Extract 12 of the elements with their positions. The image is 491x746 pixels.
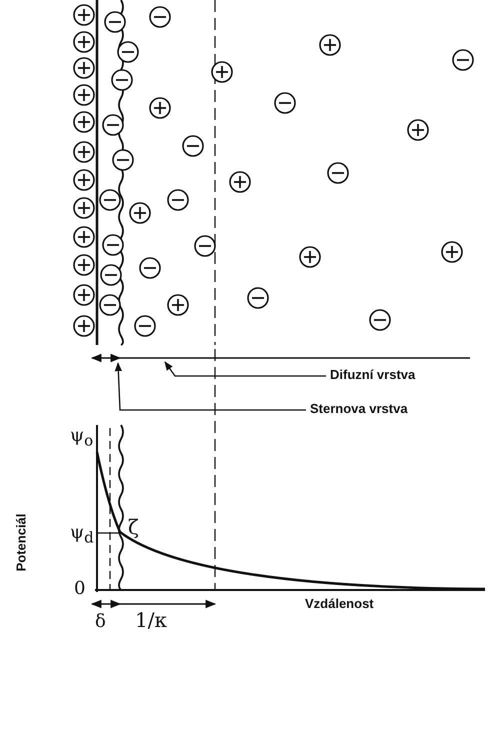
dimension-label: 1/κ xyxy=(135,608,167,632)
leader-line xyxy=(114,362,306,411)
layer-label: Difuzní vrstva xyxy=(330,367,416,382)
leader-line xyxy=(164,361,326,377)
axis-value-label: 0 xyxy=(74,578,86,599)
zeta-symbol: ζ xyxy=(128,515,139,539)
axis-value-label: ψ$_{o}$ xyxy=(70,425,94,450)
axis-value-label: ψ$_{d}$ xyxy=(70,522,94,547)
dimension-label: δ xyxy=(95,611,106,632)
axis-title: Potenciál xyxy=(13,514,28,572)
axis-title: Vzdálenost xyxy=(305,596,374,611)
layer-label: Sternova vrstva xyxy=(310,401,408,416)
